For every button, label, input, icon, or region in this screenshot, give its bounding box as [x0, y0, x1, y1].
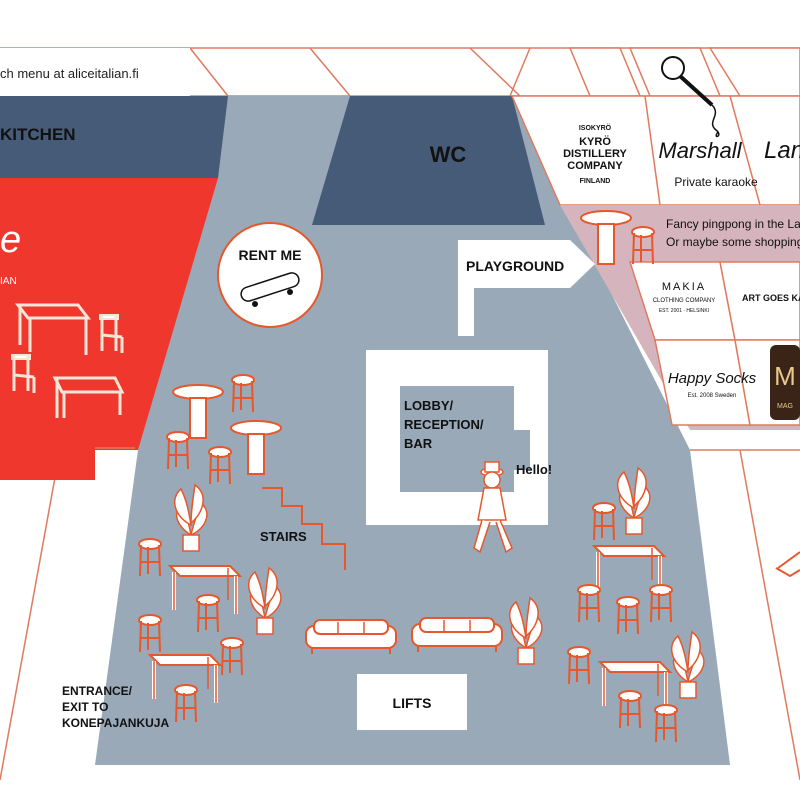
- restaurant-area: [0, 178, 218, 480]
- restaurant-logo-sub: IAN: [0, 276, 17, 287]
- makia-logo: MAKIA CLOTHING COMPANY EST. 2001 · HELSI…: [653, 281, 716, 314]
- rent-me-station[interactable]: RENT ME: [217, 222, 323, 328]
- magnum-logo: M MAG: [770, 345, 800, 420]
- lobby-label: LOBBY/: [404, 398, 454, 413]
- skateboard-icon: [240, 272, 300, 307]
- svg-text:EXIT TO: EXIT TO: [62, 700, 108, 714]
- pingpong-note: Fancy pingpong in the La Or maybe some s…: [580, 210, 800, 265]
- svg-text:BAR: BAR: [404, 436, 433, 451]
- reception-bar: LOBBY/ RECEPTION/ BAR Hello!: [366, 350, 552, 525]
- wc-area: WC: [312, 96, 545, 225]
- svg-text:FINLAND: FINLAND: [580, 178, 611, 185]
- svg-text:EST. 2001 · HELSINKI: EST. 2001 · HELSINKI: [659, 308, 709, 314]
- entrance-exit: ENTRANCE/ EXIT TO KONEPAJANKUJA: [62, 684, 169, 730]
- entrance-label: ENTRANCE/: [62, 684, 133, 698]
- menu-banner: ch menu at aliceitalian.fi: [0, 48, 190, 96]
- kitchen-area: KITCHEN: [0, 96, 228, 178]
- lifts: LIFTS: [357, 674, 467, 730]
- svg-text:ISOKYRÖ: ISOKYRÖ: [579, 123, 612, 132]
- marshall-karaoke: Marshall Private karaoke: [658, 56, 758, 189]
- lapin-logo-fragment: Lan: [764, 137, 800, 164]
- svg-text:RECEPTION/: RECEPTION/: [404, 417, 484, 432]
- svg-text:Or maybe some shopping: Or maybe some shopping: [666, 235, 800, 249]
- playground-label: PLAYGROUND: [466, 258, 564, 274]
- marshall-sub: Private karaoke: [674, 175, 758, 189]
- menu-banner-text: ch menu at aliceitalian.fi: [0, 66, 139, 81]
- restaurant-logo-fragment: e: [0, 219, 21, 261]
- svg-text:Fancy pingpong in the La: Fancy pingpong in the La: [666, 217, 800, 231]
- sofa: [305, 619, 397, 655]
- lifts-label: LIFTS: [393, 695, 432, 711]
- stairs: STAIRS: [260, 487, 346, 570]
- svg-text:MAG: MAG: [777, 403, 793, 410]
- stairs-label: STAIRS: [260, 529, 307, 544]
- svg-text:DISTILLERY: DISTILLERY: [563, 148, 627, 160]
- basket-icon: [775, 551, 800, 578]
- svg-text:Est. 2008 Sweden: Est. 2008 Sweden: [688, 393, 737, 399]
- kitchen-label: KITCHEN: [0, 125, 76, 144]
- right-outer-zone: [690, 449, 800, 578]
- sofa: [411, 617, 503, 653]
- svg-text:CLOTHING COMPANY: CLOTHING COMPANY: [653, 298, 716, 304]
- kyro-distillery-logo: ISOKYRÖ KYRÖ DISTILLERY COMPANY FINLAND: [563, 123, 627, 185]
- svg-text:COMPANY: COMPANY: [567, 160, 623, 172]
- svg-text:MAKIA: MAKIA: [662, 281, 706, 293]
- art-goes-logo: ART GOES KAPA: [742, 293, 800, 303]
- marshall-logo: Marshall: [658, 138, 742, 163]
- wc-label: WC: [430, 142, 467, 167]
- hello-label: Hello!: [516, 462, 552, 477]
- svg-text:Happy Socks: Happy Socks: [668, 370, 757, 387]
- svg-text:KYRÖ: KYRÖ: [579, 135, 611, 148]
- svg-text:M: M: [774, 361, 796, 391]
- svg-text:KONEPAJANKUJA: KONEPAJANKUJA: [62, 716, 169, 730]
- receptionist-figure: [473, 461, 513, 554]
- rent-me-label: RENT ME: [239, 247, 302, 263]
- building-outline: [0, 47, 800, 781]
- restaurant-tables: [14, 303, 125, 418]
- playground-sign: PLAYGROUND: [458, 240, 595, 336]
- happy-socks-logo: Happy Socks Est. 2008 Sweden: [668, 370, 757, 399]
- microphone-icon: [661, 56, 720, 138]
